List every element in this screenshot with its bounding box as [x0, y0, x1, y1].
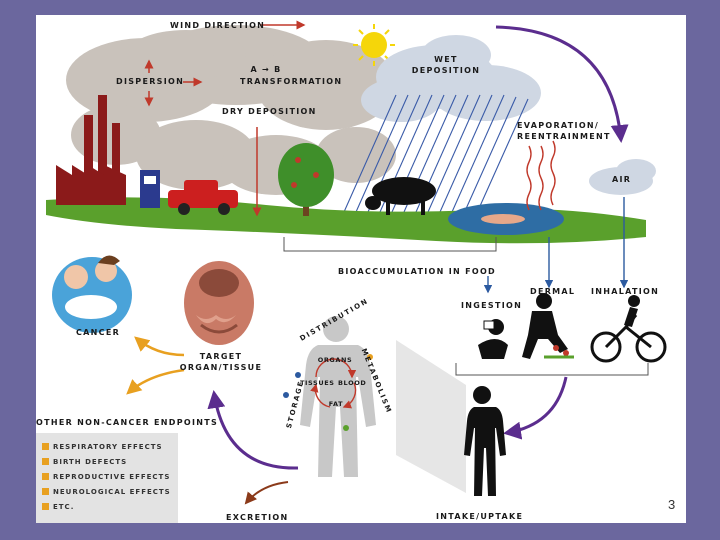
rain-cloud — [361, 35, 541, 122]
intake-funnel — [396, 340, 466, 493]
wind-curve-arrow — [495, 25, 629, 143]
list-item: NEUROLOGICAL EFFECTS — [42, 488, 171, 496]
a-to-b-label: A → B — [250, 65, 282, 74]
distribution-dot — [295, 372, 301, 378]
wind-direction-label: WIND DIRECTION — [170, 21, 266, 30]
organs-label: ORGANS — [317, 356, 353, 364]
list-item: RESPIRATORY EFFECTS — [42, 443, 163, 451]
excretion-arrow — [244, 481, 289, 505]
tissues-label: TISSUES — [300, 379, 335, 387]
endpoints-list: RESPIRATORY EFFECTS BIRTH DEFECTS REPROD… — [36, 433, 178, 523]
fish — [481, 214, 525, 224]
wet-deposition-label-1: WET — [434, 55, 458, 64]
target-to-endpoints-arrow — [126, 368, 185, 395]
inhalation-label: INHALATION — [591, 287, 660, 296]
checkbox-icon — [42, 488, 49, 495]
air-cloud — [589, 159, 656, 195]
circulation-ring — [310, 358, 357, 409]
checkbox-icon — [42, 443, 49, 450]
exposure-bracket — [455, 363, 649, 376]
factory-icon — [56, 95, 126, 205]
dermal-label: DERMAL — [530, 287, 576, 296]
cancer-label: CANCER — [76, 328, 121, 337]
intake-body-figure — [464, 386, 506, 496]
diagram-slide: WIND DIRECTION DISPERSION A → B TRANSFOR… — [36, 15, 686, 523]
list-item: ETC. — [42, 503, 74, 511]
dispersion-label: DISPERSION — [116, 77, 185, 86]
body-figure — [300, 316, 376, 477]
checkbox-icon — [42, 458, 49, 465]
intake-arrow — [503, 376, 568, 440]
tree-icon — [278, 143, 334, 216]
intake-uptake-label: INTAKE/UPTAKE — [436, 512, 524, 521]
excretion-dot — [343, 425, 349, 431]
target-label-1: TARGET — [199, 352, 243, 361]
target-to-cancer-arrow — [134, 336, 185, 357]
dry-deposition-label: DRY DEPOSITION — [222, 107, 317, 116]
sun-icon — [353, 24, 395, 66]
evaporation-label-2: REENTRAINMENT — [517, 132, 611, 141]
cancer-illustration — [52, 255, 132, 333]
target-label-2: ORGAN/TISSUE — [179, 363, 263, 372]
inhalation-icon — [590, 295, 667, 363]
blood-label: BLOOD — [338, 379, 367, 387]
body-to-target-arrow — [207, 390, 299, 470]
wet-deposition-label-2: DEPOSITION — [411, 66, 481, 75]
air-label: AIR — [612, 175, 632, 184]
gas-pump-icon — [140, 170, 160, 208]
evaporation-label-1: EVAPORATION/ — [517, 121, 600, 130]
fat-label: FAT — [328, 400, 344, 408]
ingestion-label: INGESTION — [461, 301, 523, 310]
ingestion-icon — [478, 319, 508, 359]
checkbox-icon — [42, 473, 49, 480]
slide-number: 3 — [668, 497, 676, 512]
exposure-pathway-diagram — [46, 20, 667, 505]
car-icon — [168, 180, 238, 215]
storage-dot — [283, 392, 289, 398]
transformation-label: TRANSFORMATION — [240, 77, 343, 86]
checkbox-icon — [42, 503, 49, 510]
evaporation-lines — [526, 140, 556, 211]
dermal-icon — [522, 293, 574, 359]
cow-icon — [365, 177, 436, 215]
list-item: REPRODUCTIVE EFFECTS — [42, 473, 170, 481]
bioaccumulation-bracket — [283, 237, 497, 252]
metabolism-dot — [367, 354, 373, 360]
target-organ-illustration — [184, 261, 254, 345]
excretion-label: EXCRETION — [226, 513, 289, 522]
list-item: BIRTH DEFECTS — [42, 458, 127, 466]
other-endpoints-label: OTHER NON-CANCER ENDPOINTS — [36, 418, 219, 427]
bioaccumulation-label: BIOACCUMULATION IN FOOD — [338, 267, 496, 276]
